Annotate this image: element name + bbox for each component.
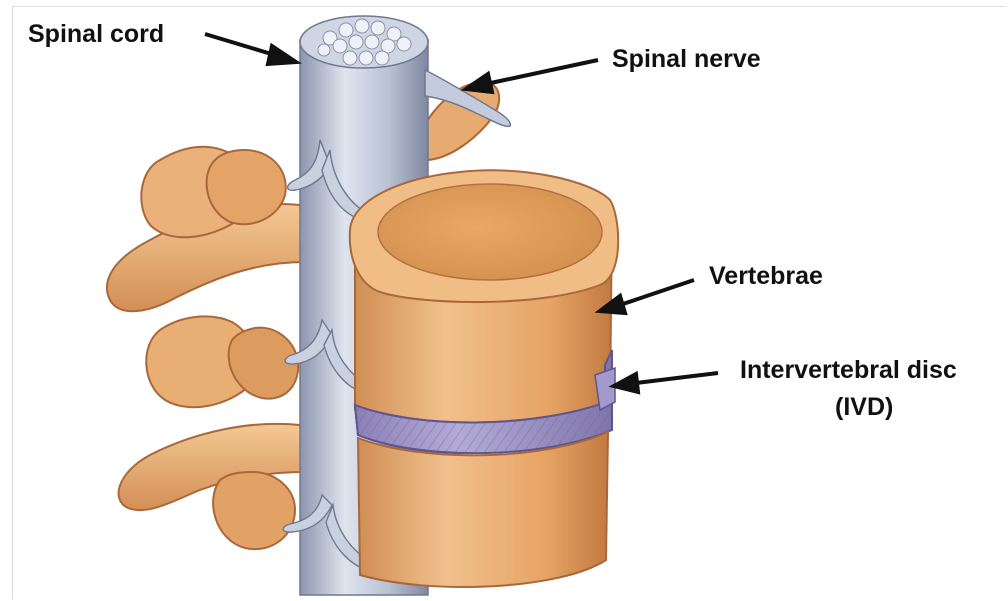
arrow-spinal-cord-head	[268, 46, 296, 64]
arrow-spinal-nerve-head	[466, 74, 492, 92]
vertebral-body-upper	[350, 170, 618, 424]
label-intervertebral-disc: Intervertebral disc	[740, 355, 957, 385]
arrow-ivd	[636, 373, 718, 383]
label-vertebrae: Vertebrae	[709, 261, 823, 291]
label-spinal-cord: Spinal cord	[28, 19, 164, 49]
vertebral-body-lower	[358, 432, 608, 587]
arrow-vertebrae	[620, 280, 694, 305]
arrow-spinal-cord	[205, 34, 278, 56]
label-ivd-abbreviation: (IVD)	[835, 392, 893, 422]
arrow-spinal-nerve	[486, 60, 598, 84]
arrow-ivd-head	[614, 374, 638, 392]
label-spinal-nerve: Spinal nerve	[612, 44, 761, 74]
